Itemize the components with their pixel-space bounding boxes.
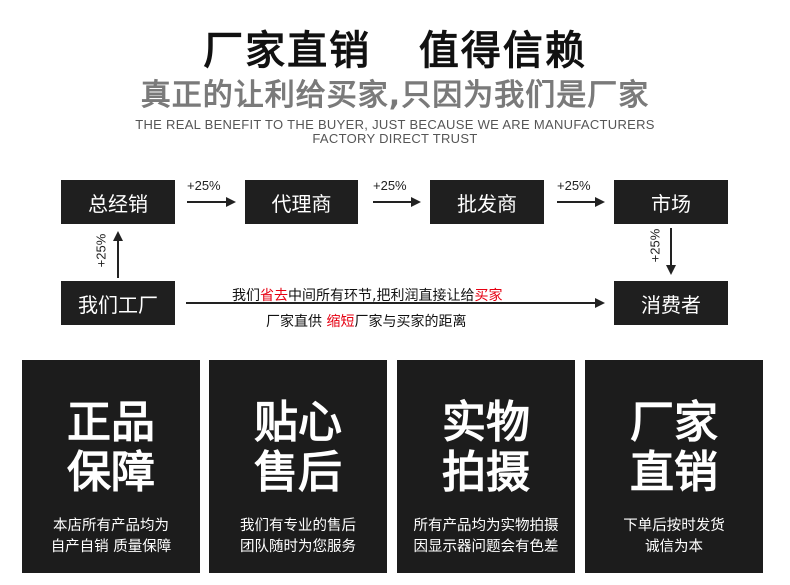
markup-label: +25% — [557, 178, 591, 193]
page-title: 厂家直销 值得信赖 — [203, 28, 587, 74]
card-desc-line2: 因显示器问题会有色差 — [413, 539, 559, 555]
direct-message-line2: 厂家直供 缩短厂家与买家的距离 — [266, 314, 467, 330]
feature-card-genuine: 正品 保障 本店所有产品均为 自产自销 质量保障 — [22, 360, 200, 573]
card-desc-line2: 团队随时为您服务 — [240, 539, 356, 555]
card-desc-line1: 本店所有产品均为 — [53, 518, 169, 534]
card-desc-line2: 诚信为本 — [645, 539, 703, 555]
markup-label: +25% — [373, 178, 407, 193]
card-heading-line2: 拍摄 — [442, 447, 530, 498]
card-heading-line1: 正品 — [67, 397, 155, 448]
node-general-distributor: 总经销 — [61, 180, 175, 224]
node-market: 市场 — [614, 180, 728, 224]
markup-label-vertical: +25% — [647, 228, 663, 263]
node-consumer: 消费者 — [614, 281, 728, 325]
card-desc-line2: 自产自销 质量保障 — [50, 539, 172, 555]
english-tagline-2: FACTORY DIRECT TRUST — [312, 131, 478, 146]
feature-card-after-sales: 贴心 售后 我们有专业的售后 团队随时为您服务 — [209, 360, 387, 573]
card-heading-line2: 直销 — [630, 447, 718, 498]
card-heading-line2: 售后 — [254, 447, 342, 498]
card-heading-line1: 厂家 — [630, 397, 718, 448]
feature-card-real-photos: 实物 拍摄 所有产品均为实物拍摄 因显示器问题会有色差 — [397, 360, 575, 573]
node-our-factory: 我们工厂 — [61, 281, 175, 325]
card-desc-line1: 所有产品均为实物拍摄 — [413, 518, 559, 534]
page-subtitle: 真正的让利给买家,只因为我们是厂家 — [140, 78, 650, 113]
card-desc-line1: 我们有专业的售后 — [240, 518, 356, 534]
feature-card-factory-direct: 厂家 直销 下单后按时发货 诚信为本 — [585, 360, 763, 573]
card-desc-line1: 下单后按时发货 — [623, 518, 725, 534]
card-heading-line1: 贴心 — [254, 397, 342, 448]
markup-label-vertical: +25% — [93, 233, 109, 268]
direct-message-line1: 我们省去中间所有环节,把利润直接让给买家 — [232, 288, 503, 304]
english-tagline-1: THE REAL BENEFIT TO THE BUYER, JUST BECA… — [135, 117, 655, 132]
card-heading-line2: 保障 — [67, 447, 155, 498]
node-wholesaler: 批发商 — [430, 180, 544, 224]
node-agent: 代理商 — [245, 180, 358, 224]
markup-label: +25% — [187, 178, 221, 193]
card-heading-line1: 实物 — [442, 397, 530, 448]
